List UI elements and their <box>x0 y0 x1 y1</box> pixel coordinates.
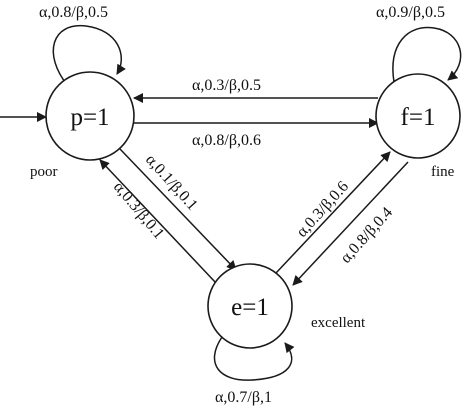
state-f-name: fine <box>431 164 455 180</box>
self-loop-p <box>52 25 126 87</box>
state-p-name: poor <box>30 164 58 180</box>
label-p-to-e: α,0.1/β,0.1 <box>142 151 201 214</box>
self-loop-e <box>213 336 295 381</box>
state-p-circle <box>45 71 135 161</box>
state-f-circle <box>375 73 461 159</box>
edge-f-to-e <box>292 161 409 286</box>
edge-e-to-f <box>275 151 391 274</box>
state-e-label: e=1 <box>231 294 269 321</box>
label-e-self: α,0.7/β,1 <box>215 389 272 406</box>
label-e-to-p: α,0.3/β,0.1 <box>110 179 167 243</box>
edge-p-to-e <box>119 148 237 271</box>
label-p-to-f: α,0.8/β,0.6 <box>192 132 261 149</box>
state-e-circle <box>207 263 293 349</box>
label-f-self: α,0.9/β,0.5 <box>376 4 445 21</box>
edge-e-to-p <box>99 159 217 284</box>
label-p-self: α,0.8/β,0.5 <box>39 4 108 21</box>
self-loop-f <box>392 26 462 83</box>
state-f-label: f=1 <box>401 104 436 131</box>
state-e-name: excellent <box>311 315 366 331</box>
label-f-to-e: α,0.8/β,0.4 <box>337 204 396 267</box>
state-p-label: p=1 <box>70 104 109 131</box>
label-f-to-p: α,0.3/β,0.5 <box>192 77 261 94</box>
